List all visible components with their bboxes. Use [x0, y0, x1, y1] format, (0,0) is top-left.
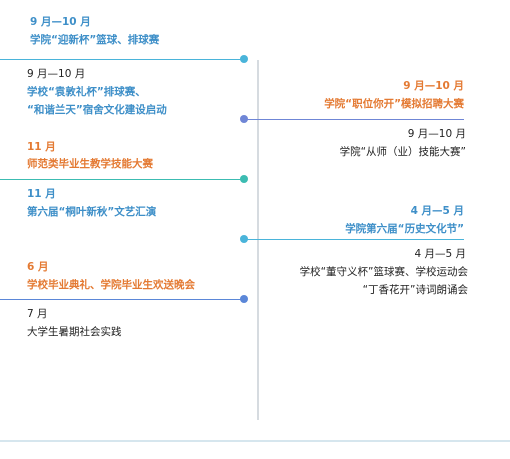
event-date: 4 月—5 月 — [410, 205, 464, 217]
event-title: 第六届“桐叶新秋”文艺汇演 — [27, 206, 157, 218]
connector-right-1 — [244, 119, 464, 120]
event-title: “和谐兰天”宿舍文化建设启动 — [27, 104, 167, 116]
event-date: 9 月—10 月 — [407, 128, 466, 140]
connector-left-2 — [0, 179, 244, 180]
connector-right-2 — [244, 239, 464, 240]
event-date: 11 月 — [27, 141, 56, 153]
event-date: 4 月—5 月 — [414, 248, 466, 260]
event-date: 11 月 — [27, 188, 56, 200]
event-title: 学校“董守义杯”篮球赛、学校运动会 — [299, 266, 468, 278]
event-date: 6 月 — [27, 261, 49, 273]
node-left-3 — [240, 295, 248, 303]
event-title: 学院“迎新杯”篮球、排球赛 — [30, 34, 160, 46]
event-title: 学院第六届“历史文化节” — [345, 223, 464, 235]
event-title: 师范类毕业生教学技能大赛 — [27, 158, 153, 170]
event-date: 9 月—10 月 — [27, 68, 86, 80]
event-title: 大学生暑期社会实践 — [27, 326, 122, 338]
timeline-axis — [257, 60, 259, 420]
event-title: 学校“袁敦礼杯”排球赛、 — [27, 86, 146, 98]
event-date: 9 月—10 月 — [403, 80, 464, 92]
node-left-1 — [240, 55, 248, 63]
event-date: 9 月—10 月 — [30, 16, 91, 28]
node-right-1 — [240, 115, 248, 123]
footer-divider — [0, 440, 510, 442]
event-title: 学院“职位你开”模拟招聘大赛 — [324, 98, 464, 110]
connector-left-3 — [0, 299, 244, 300]
event-date: 7 月 — [27, 308, 48, 320]
event-title: 学校毕业典礼、学院毕业生欢送晚会 — [27, 279, 195, 291]
event-title: 学院“从师（业）技能大赛” — [339, 146, 466, 158]
event-title: “丁香花开”诗词朗诵会 — [362, 284, 468, 296]
node-right-2 — [240, 235, 248, 243]
connector-left-1 — [0, 59, 244, 60]
node-left-2 — [240, 175, 248, 183]
